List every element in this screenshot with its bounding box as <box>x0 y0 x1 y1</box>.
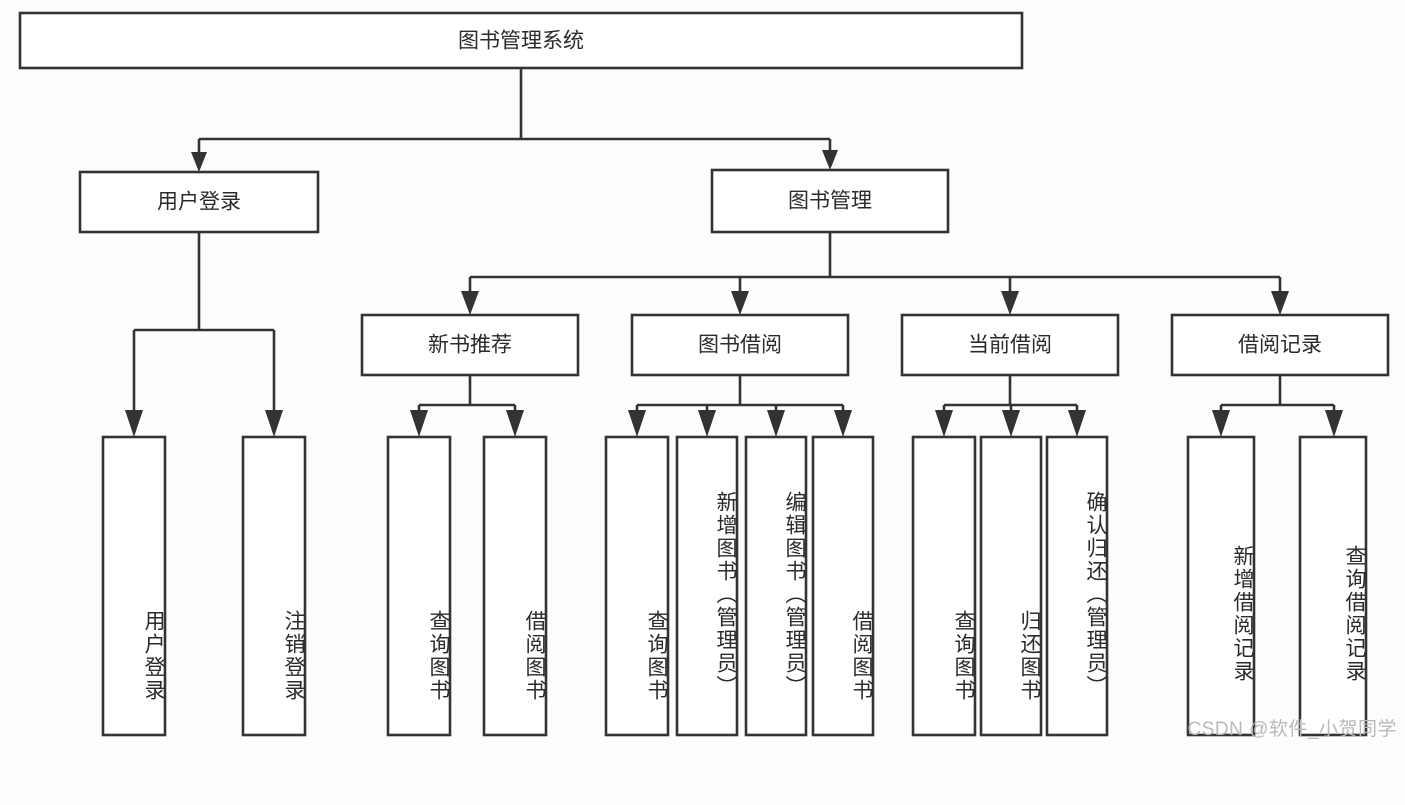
leaf-rect-query-book-cur[interactable] <box>911 435 977 737</box>
node-borrow-record-rect[interactable] <box>1170 313 1390 377</box>
node-new-book-recommend-label: 新书推荐 <box>428 334 512 357</box>
arrowhead-borrow-edit <box>767 410 785 437</box>
node-book-management-rect[interactable] <box>710 168 950 234</box>
node-current-borrow-label: 当前借阅 <box>968 334 1052 357</box>
node-current-borrow-rect[interactable] <box>900 313 1120 377</box>
node-book-borrow-rect[interactable] <box>630 313 850 377</box>
leaf-rect-borrow-book[interactable] <box>811 435 875 737</box>
arrowhead-current-confirm <box>1068 410 1086 437</box>
csdn-watermark: CSDN @软件_小贺同学 <box>1187 719 1397 740</box>
node-layer: 图书管理系统 用户登录 图书管理 新书推荐 图书借阅 当前 <box>18 11 1390 737</box>
arrowhead-book-borrow <box>731 291 749 315</box>
leaf-rect-query-record[interactable] <box>1298 435 1368 737</box>
node-new-book-recommend-rect[interactable] <box>360 313 580 377</box>
node-new-book-recommend[interactable]: 新书推荐 <box>360 313 580 377</box>
arrowhead-record-query <box>1325 410 1343 437</box>
node-user-login[interactable]: 用户登录 <box>78 170 320 234</box>
leaf-rect-query-book-rec[interactable] <box>386 435 452 737</box>
node-book-management[interactable]: 图书管理 <box>710 168 950 234</box>
connector-layer <box>125 68 1343 437</box>
arrowhead-current-query <box>935 410 953 437</box>
arrowhead-leaf-user-login <box>125 410 143 437</box>
hierarchy-diagram: 图书管理系统 用户登录 图书管理 新书推荐 图书借阅 当前 <box>18 11 1390 737</box>
arrowhead-borrow-take <box>834 410 852 437</box>
arrowhead-rec-query <box>410 410 428 437</box>
arrowhead-book-manage <box>822 150 838 170</box>
node-user-login-rect[interactable] <box>78 170 320 234</box>
leaf-rect-add-book-admin[interactable] <box>675 435 739 737</box>
diagram-canvas: 图书管理系统 用户登录 图书管理 新书推荐 图书借阅 当前 <box>18 11 1397 740</box>
leaf-rect-add-record[interactable] <box>1186 435 1256 737</box>
leaf-rect-edit-book-admin[interactable] <box>744 435 808 737</box>
arrowhead-record-add <box>1212 410 1230 437</box>
leaf-rect-return-book[interactable] <box>979 435 1043 737</box>
leaf-rect-borrow-book-rec[interactable] <box>482 435 548 737</box>
node-borrow-record-label: 借阅记录 <box>1238 334 1322 357</box>
node-book-borrow-label: 图书借阅 <box>698 334 782 357</box>
leaf-rect-user-login[interactable] <box>101 435 167 737</box>
leaf-rect-confirm-return[interactable] <box>1045 435 1109 737</box>
node-book-borrow[interactable]: 图书借阅 <box>630 313 850 377</box>
node-book-management-label: 图书管理 <box>788 190 872 213</box>
node-borrow-record[interactable]: 借阅记录 <box>1170 313 1390 377</box>
arrowhead-borrow-record <box>1271 291 1289 315</box>
arrowhead-new-book-rec <box>461 291 479 315</box>
arrowhead-current-return <box>1002 410 1020 437</box>
arrowhead-borrow-add <box>698 410 716 437</box>
arrowhead-current-borrow <box>1001 291 1019 315</box>
node-root[interactable]: 图书管理系统 <box>18 11 1024 70</box>
arrowhead-user-login <box>191 152 207 172</box>
arrowhead-borrow-query <box>628 410 646 437</box>
arrowhead-rec-borrow <box>506 410 524 437</box>
node-root-rect[interactable] <box>18 11 1024 70</box>
leaf-rect-logout[interactable] <box>241 435 307 737</box>
arrowhead-leaf-logout <box>265 410 283 437</box>
node-user-login-label: 用户登录 <box>157 191 241 214</box>
node-current-borrow[interactable]: 当前借阅 <box>900 313 1120 377</box>
leaf-rect-query-book-borrow[interactable] <box>604 435 670 737</box>
leaf-layer <box>101 435 1368 737</box>
node-root-label: 图书管理系统 <box>458 30 584 53</box>
